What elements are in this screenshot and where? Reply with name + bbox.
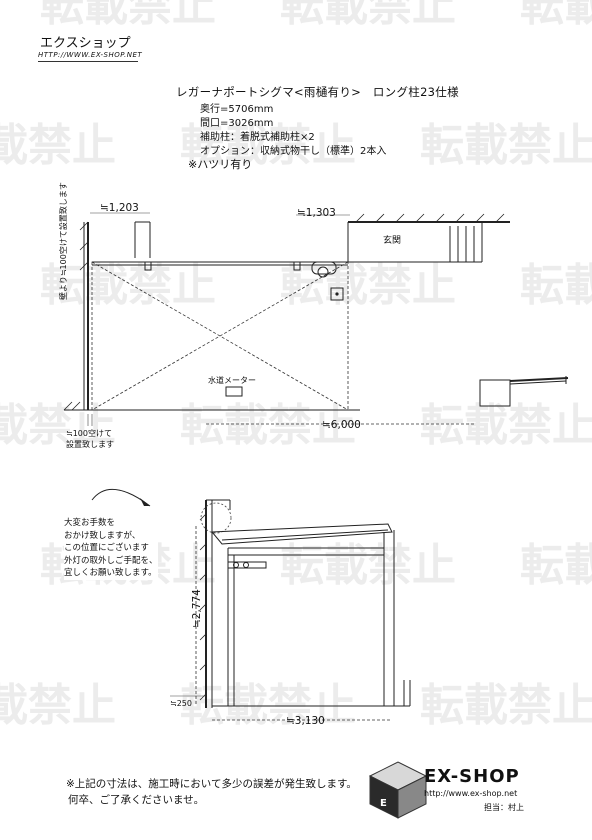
dim-height-2774: ≒2,774 <box>191 589 203 628</box>
shop-url-underline <box>38 61 138 62</box>
plan-view: ≒1,203 ≒1,303 水道メーター <box>58 182 569 449</box>
dim-base-250: ≒250 <box>170 699 192 708</box>
ex-shop-logo-icon: E <box>368 761 428 819</box>
footer-line-2: 何卒、ご了承くださいませ。 <box>68 794 205 806</box>
spec-aux-post: 補助柱：着脱式補助柱×2 <box>200 132 315 143</box>
dim-left-1203: ≒1,203 <box>100 202 139 214</box>
water-meter-label: 水道メーター <box>208 375 256 385</box>
footer-line-1: ※上記の寸法は、施工時において多少の誤差が発生致します。 <box>66 778 357 790</box>
product-title: レガーナポートシグマ<雨樋有り> ロング柱23仕様 <box>176 85 459 99</box>
dim-depth-3130: ≒3,130 <box>286 715 325 727</box>
spec-option: オプション：収納式物干し（標準）2本入 <box>200 146 387 157</box>
callout-line: 宜しくお願い致します。 <box>64 568 157 578</box>
bottom-clearance-line-1: ≒100空けて <box>66 428 112 438</box>
spec-depth: 奥行=5706mm <box>200 104 274 115</box>
spec-width: 間口=3026mm <box>200 118 274 129</box>
svg-text:E: E <box>380 798 387 809</box>
callout-line: この位置にございます <box>64 543 149 553</box>
shop-name: エクスショップ <box>40 36 131 51</box>
callout-line: 外灯の取外しご手配を、 <box>64 555 158 566</box>
footer-disclaimer: ※上記の寸法は、施工時において多少の誤差が発生致します。 何卒、ご了承くださいま… <box>66 776 357 808</box>
bottom-clearance-line-2: 設置致します <box>66 439 114 449</box>
dim-right-1303: ≒1,303 <box>297 207 336 219</box>
elevation-view: ≒2,774 ≒250 ≒3,130 <box>91 488 411 727</box>
light-removal-callout: 大変お手数を おかけ致しますが、 この位置にございます 外灯の取外しご手配を、 … <box>64 517 158 580</box>
callout-line: おかけ致しますが、 <box>64 530 141 541</box>
entrance-label: 玄関 <box>383 234 401 246</box>
dim-width-6000: ≒6,000 <box>322 419 361 431</box>
staff-name: 担当：村上 <box>484 803 524 812</box>
logo-text: EX-SHOP <box>424 766 520 787</box>
callout-line: 大変お手数を <box>64 518 116 528</box>
spec-note: ※ハツリ有り <box>188 158 253 171</box>
logo-url: http://www.ex-shop.net <box>424 789 518 798</box>
shop-url: HTTP://WWW.EX-SHOP.NET <box>38 51 143 59</box>
wall-clearance-note: 壁より≒100空けて設置致します <box>58 182 68 300</box>
